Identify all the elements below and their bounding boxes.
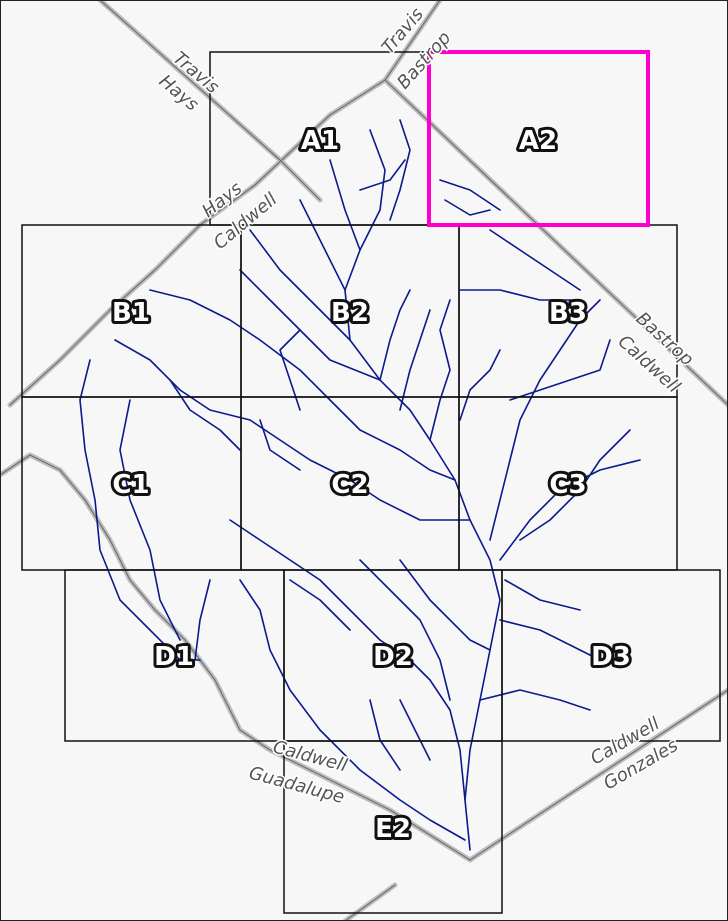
tile-label-A2: A2 [519,126,557,156]
tile-label-E2: E2 [375,814,411,844]
main-stream [344,129,501,851]
tile-label-A1: A1 [301,126,339,156]
tile-label-B2: B2 [331,298,369,328]
tile-label-C2: C2 [331,470,368,500]
tile-E2[interactable] [283,740,503,914]
tile-label-C3: C3 [549,470,586,500]
tile-label-D1: D1 [154,642,194,672]
tile-label-D2: D2 [373,642,413,672]
tile-label-B1: B1 [112,298,150,328]
tile-labels: A1 A2 B1 B2 B3 C1 C2 C3 D1 D2 D3 E2 [109,123,634,847]
tile-D3[interactable] [501,569,721,742]
stream-network [79,119,641,851]
tile-label-B3: B3 [549,298,587,328]
tile-label-C1: C1 [112,470,149,500]
tile-label-D3: D3 [591,642,631,672]
tile-A2[interactable] [427,50,650,227]
tile-grid [21,51,721,914]
